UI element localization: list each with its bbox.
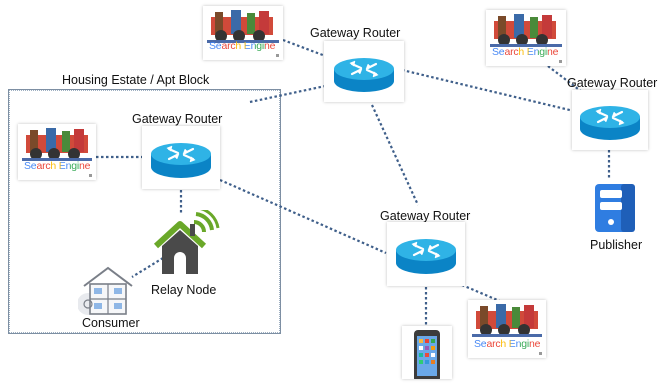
house-consumer-icon xyxy=(78,266,133,315)
router-label-right: Gateway Router xyxy=(567,76,658,90)
estate-label: Housing Estate / Apt Block xyxy=(62,73,210,87)
search-engine-logo xyxy=(22,128,92,161)
router-label-bottom: Gateway Router xyxy=(380,209,471,223)
gateway-router-right xyxy=(572,90,648,150)
router-icon xyxy=(580,106,640,140)
search-engine-text: Search Engine xyxy=(492,46,559,58)
search-engine-text: Search Engine xyxy=(24,160,91,172)
server-icon xyxy=(595,184,635,232)
gateway-router-top xyxy=(324,41,404,102)
link-router4-router3 xyxy=(219,178,387,255)
search-engine-card-top: Search Engine xyxy=(203,6,283,60)
search-engine-card-right: Search Engine xyxy=(486,10,566,66)
smartphone-card xyxy=(402,326,452,382)
relay-node-label: Relay Node xyxy=(151,283,217,297)
housing-estate-boundary xyxy=(8,89,281,334)
publisher-label: Publisher xyxy=(590,238,643,252)
router-label-estate: Gateway Router xyxy=(132,112,223,126)
router-icon xyxy=(334,58,394,92)
search-engine-text: Search Engine xyxy=(209,40,276,52)
smartphone-icon xyxy=(414,330,440,382)
router-label-top: Gateway Router xyxy=(310,26,401,40)
link-se2-router2 xyxy=(539,59,583,93)
link-router1-router2 xyxy=(401,68,579,114)
router-icon xyxy=(396,239,456,274)
search-engine-logo xyxy=(490,14,562,47)
search-engine-logo xyxy=(472,304,542,337)
consumer-label: Consumer xyxy=(82,316,140,330)
house-wifi-icon xyxy=(153,210,220,274)
search-engine-card-bottom: Search Engine xyxy=(468,300,546,358)
gateway-router-bottom xyxy=(387,222,465,286)
link-relay-consumer xyxy=(131,257,164,278)
search-engine-text: Search Engine xyxy=(474,338,541,350)
router-icon xyxy=(151,143,211,178)
link-router3-se4 xyxy=(461,283,503,304)
search-engine-card-estate: Search Engine xyxy=(18,124,96,180)
link-router1-router4 xyxy=(249,83,331,104)
gateway-router-estate xyxy=(142,126,220,189)
search-engine-logo xyxy=(207,10,279,43)
link-router1-router3 xyxy=(371,104,419,206)
